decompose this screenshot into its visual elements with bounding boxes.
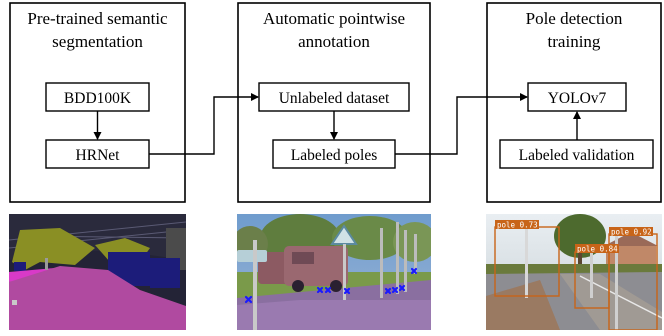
detection-label-bg-2 — [609, 227, 653, 236]
stage-2-title-line-1: Automatic pointwise — [263, 9, 405, 28]
arrow-hrnet-to-unlabeled-dataset — [149, 93, 259, 155]
stage-1-title-line-2: segmentation — [52, 32, 143, 51]
detection-label-bg-1 — [495, 220, 539, 229]
node-labeled-poles-label: Labeled poles — [291, 147, 378, 164]
segmentation-image — [9, 214, 186, 330]
node-bdd100k-label: BDD100K — [64, 90, 132, 107]
arrow-labeled-poles-to-yolov7 — [395, 93, 528, 155]
node-labeled-poles-box — [272, 139, 396, 169]
stage-3-title-line-1: Pole detection — [526, 9, 623, 28]
detection-label-3: pole 0.84 — [577, 245, 618, 254]
node-yolov7-box — [527, 82, 627, 112]
node-unlabeled-dataset-label: Unlabeled dataset — [279, 90, 390, 107]
node-labeled-validation-label: Labeled validation — [519, 147, 635, 164]
detection-label-2: pole 0.92 — [611, 228, 652, 237]
stage-1-box — [9, 2, 186, 203]
stage-2-box — [237, 2, 431, 203]
node-hrnet-label: HRNet — [76, 147, 121, 164]
pole-point-markers — [244, 267, 418, 304]
stage-1-title-line-1: Pre-trained semantic — [27, 9, 168, 28]
annotation-image — [237, 214, 431, 330]
node-labeled-validation-box — [499, 139, 654, 169]
detection-image: pole 0.73 pole 0.92 pole 0.84 — [486, 214, 662, 330]
detection-label-1: pole 0.73 — [497, 221, 538, 230]
node-yolov7-label: YOLOv7 — [548, 90, 607, 107]
detection-label-bg-3 — [575, 244, 619, 253]
stage-3-box — [486, 2, 662, 203]
stage-3-title-line-2: training — [548, 32, 601, 51]
stage-2-title-line-2: annotation — [298, 32, 370, 51]
